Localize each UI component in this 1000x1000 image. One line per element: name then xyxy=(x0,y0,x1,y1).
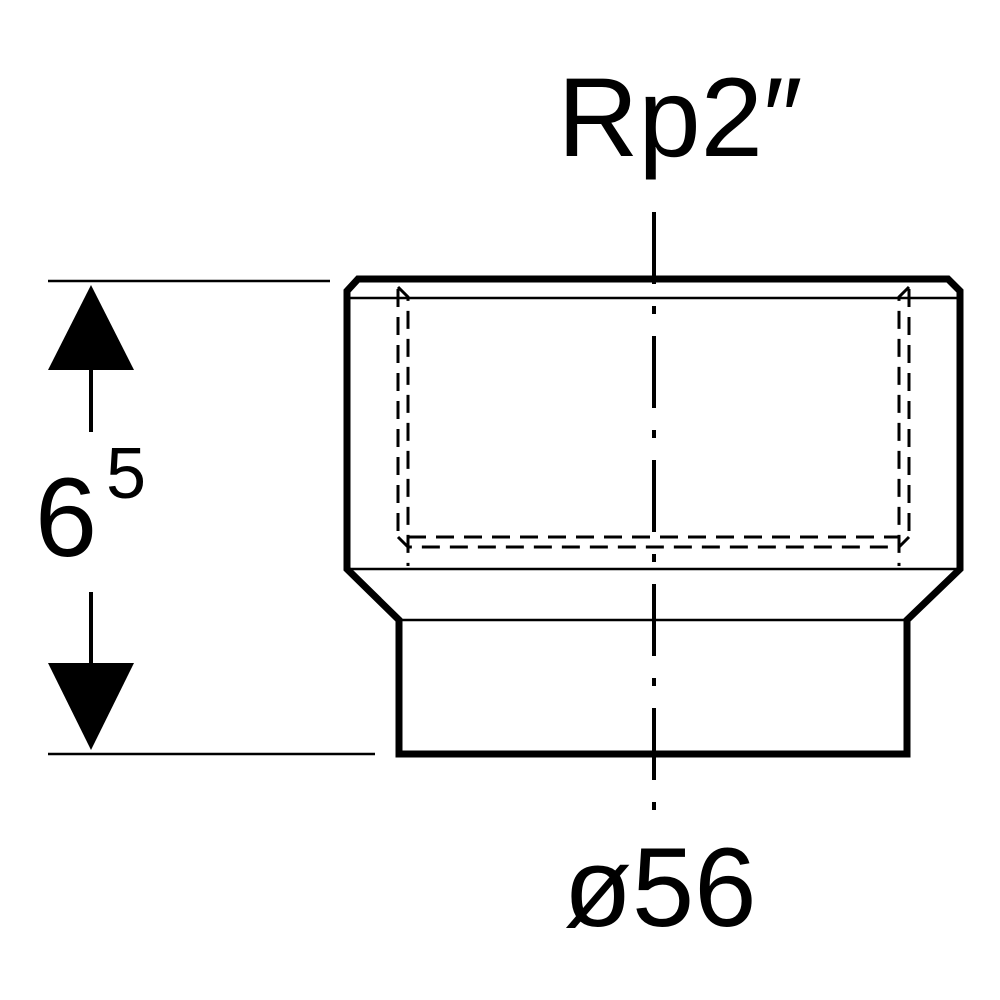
thread-size-label: Rp2″ xyxy=(557,55,802,180)
height-dimension-value: 6 xyxy=(35,455,97,580)
diameter-label: ø56 xyxy=(564,825,757,950)
height-dimension-superscript: 5 xyxy=(106,434,146,514)
fitting-outline xyxy=(343,275,964,758)
dimension-arrow-up xyxy=(48,285,134,370)
hidden-thread-lines xyxy=(396,285,911,566)
dimension-arrow-down xyxy=(48,663,134,750)
